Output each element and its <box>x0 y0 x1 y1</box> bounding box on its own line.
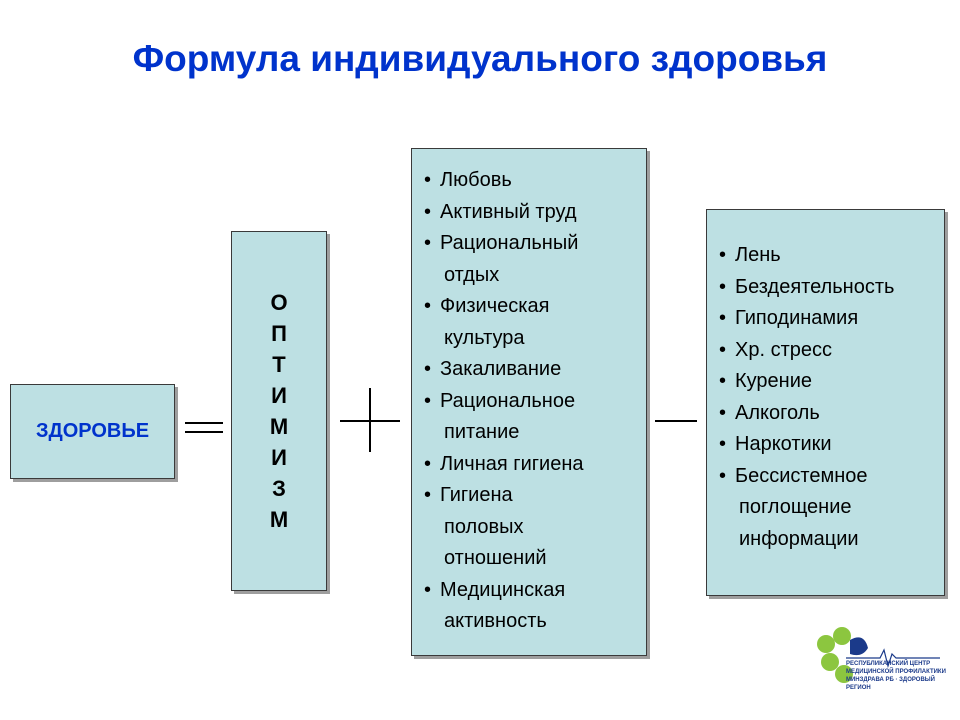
list-item: •Активный труд <box>412 197 646 229</box>
bullet-icon: • <box>424 232 432 254</box>
list-item: •Гиподинамия <box>707 303 944 335</box>
bullet-icon: • <box>424 295 432 317</box>
bullet-icon: • <box>719 464 727 487</box>
bullet-icon: • <box>719 433 727 455</box>
bullet-icon: • <box>424 389 432 412</box>
clover-logo-icon <box>817 627 940 683</box>
bullet-icon: • <box>424 484 432 506</box>
optimism-letter: О <box>270 290 288 315</box>
negative-factors-list: •Лень •Бездеятельность •Гиподинамия •Хр.… <box>707 240 944 555</box>
bullet-icon: • <box>424 358 432 380</box>
list-item: •Личная гигиена <box>412 449 646 481</box>
bullet-icon: • <box>719 244 727 266</box>
optimism-letter: И <box>271 383 287 408</box>
negative-factors-box: •Лень •Бездеятельность •Гиподинамия •Хр.… <box>706 209 945 596</box>
optimism-letter: П <box>271 321 287 346</box>
bullet-icon: • <box>719 370 727 392</box>
optimism-box: О П Т И М И З М <box>231 231 327 591</box>
list-item: •Любовь <box>412 165 646 197</box>
list-item: •Хр. стресс <box>707 335 944 367</box>
bullet-icon: • <box>719 401 727 424</box>
optimism-letter: И <box>271 445 287 470</box>
list-item: •Бездеятельность <box>707 272 944 304</box>
bullet-icon: • <box>719 307 727 329</box>
page-title: Формула индивидуального здоровья <box>132 38 828 79</box>
list-item: •Закаливание <box>412 354 646 386</box>
optimism-letter: М <box>269 414 289 439</box>
optimism-letter: М <box>269 507 289 532</box>
list-item: •Курение <box>707 366 944 398</box>
bullet-icon: • <box>424 452 432 475</box>
logo-caption: РЕСПУБЛИКАНСКИЙ ЦЕНТР МЕДИЦИНСКОЙ ПРОФИЛ… <box>846 661 946 691</box>
list-item: •Лень <box>707 240 944 272</box>
list-item: •Алкоголь <box>707 398 944 430</box>
bullet-icon: • <box>424 578 432 601</box>
health-box: ЗДОРОВЬЕ <box>10 384 175 479</box>
bullet-icon: • <box>719 338 727 361</box>
optimism-letter: З <box>272 476 286 501</box>
bullet-icon: • <box>719 275 727 298</box>
equals-sign <box>185 420 223 436</box>
health-label: ЗДОРОВЬЕ <box>35 420 150 442</box>
minus-sign <box>655 420 697 422</box>
plus-sign <box>340 388 400 452</box>
list-item: •Наркотики <box>707 429 944 461</box>
bullet-icon: • <box>424 200 432 223</box>
optimism-letter: Т <box>272 352 286 377</box>
bullet-icon: • <box>424 169 432 191</box>
